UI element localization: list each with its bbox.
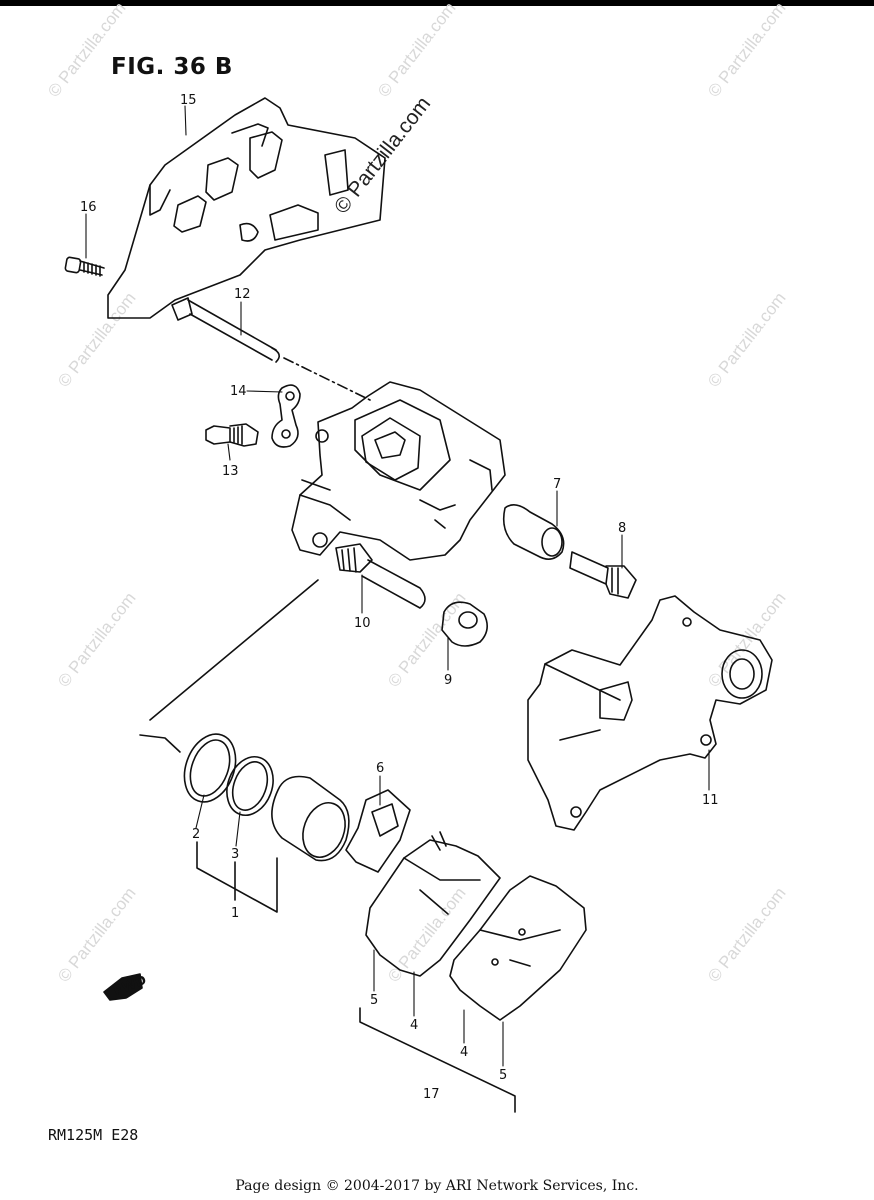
callout-2[interactable]: 2 [192,827,200,842]
piston-seal-part[interactable] [175,727,244,809]
pad-shim-part[interactable] [345,789,411,873]
brake-pad-outer-part[interactable] [449,875,587,1021]
model-code: RM125M E28 [48,1126,139,1144]
callout-16[interactable]: 16 [80,200,97,215]
callout-1[interactable]: 1 [231,906,239,921]
callout-5[interactable]: 5 [370,993,378,1008]
piston-part[interactable] [271,775,352,864]
callout-11[interactable]: 11 [702,793,719,808]
callout-8[interactable]: 8 [618,521,626,536]
assembly-leader [139,734,181,753]
callout-9[interactable]: 9 [444,673,452,688]
callout-10[interactable]: 10 [354,616,371,631]
callout-15[interactable]: 15 [180,93,197,108]
sleeve-part[interactable] [502,504,565,560]
boot-part[interactable] [441,601,488,647]
callout-3[interactable]: 3 [231,847,239,862]
bleeder-valve-part[interactable] [205,423,259,447]
slide-pin-part[interactable] [335,543,426,609]
group-bracket-17 [359,1007,516,1113]
callout-12[interactable]: 12 [234,287,251,302]
callout-7[interactable]: 7 [553,477,561,492]
callout-17[interactable]: 17 [423,1087,440,1102]
footer-copyright: Page design © 2004-2017 by ARI Network S… [235,1178,639,1194]
screw-part[interactable] [64,256,105,277]
top-rule [0,0,874,6]
callout-5[interactable]: 5 [499,1068,507,1083]
callout-4[interactable]: 4 [410,1018,418,1033]
figure-title: FIG. 36 B [111,54,233,80]
caliper-guard-part[interactable] [107,97,386,319]
forward-direction-arrow: FWD [103,973,149,1001]
leader-lines [85,105,710,1067]
bolt-part[interactable] [569,551,637,599]
caliper-body-part[interactable] [291,381,506,561]
callout-4[interactable]: 4 [460,1045,468,1060]
callout-14[interactable]: 14 [230,384,247,399]
center-line [283,357,371,401]
callout-6[interactable]: 6 [376,761,384,776]
callout-13[interactable]: 13 [222,464,239,479]
group-bracket-1 [196,841,278,913]
spring-clip-part[interactable] [271,384,301,448]
pin-part[interactable] [171,297,280,363]
brake-pad-inner-part[interactable] [365,831,501,977]
assembly-leader [149,579,319,721]
caliper-bracket-part[interactable] [527,595,773,831]
